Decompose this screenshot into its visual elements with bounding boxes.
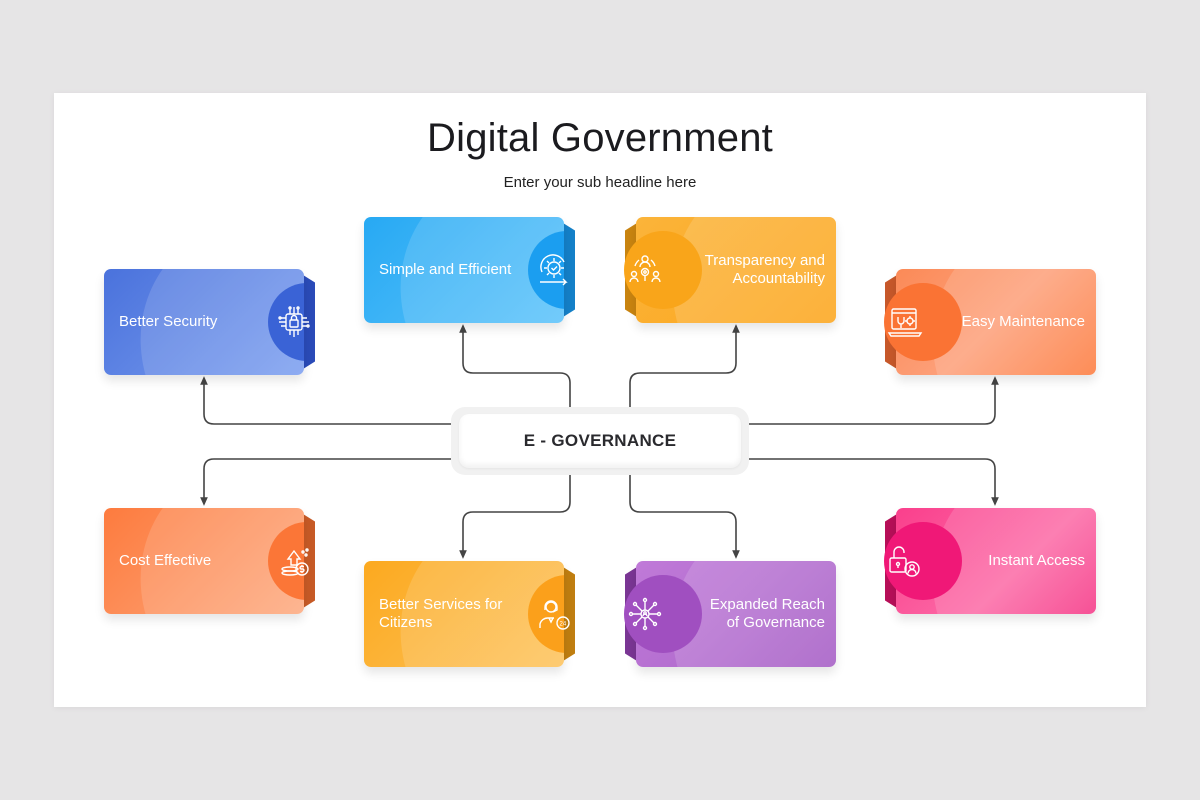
icon-badge xyxy=(624,231,702,309)
icon-badge xyxy=(884,283,962,361)
card-fold xyxy=(563,223,575,317)
card-label: Easy Maintenance xyxy=(961,313,1085,330)
chip-lock-icon xyxy=(276,304,312,345)
card-better-services[interactable]: Better Services for Citizens 24 xyxy=(364,561,575,667)
card-body xyxy=(364,561,564,667)
page-title: Digital Government xyxy=(427,116,773,160)
unlock-user-icon xyxy=(887,543,923,584)
team-network-icon xyxy=(627,252,663,293)
card-label: Better Security xyxy=(119,313,218,330)
card-better-security[interactable]: Better Security xyxy=(104,269,315,375)
card-instant-access[interactable]: Instant Access xyxy=(884,508,1096,614)
card-label: Better Services for Citizens xyxy=(379,596,503,631)
card-simple-efficient[interactable]: Simple and Efficient xyxy=(364,217,575,323)
card-fold xyxy=(563,567,575,661)
card-label: Simple and Efficient xyxy=(379,261,512,278)
card-label: Transparency and Accountability xyxy=(704,252,825,287)
support-agent-icon: 24 xyxy=(536,596,572,637)
hub-label: E - GOVERNANCE xyxy=(459,414,741,468)
network-hub-icon xyxy=(627,596,663,637)
coins-growth-icon xyxy=(276,543,312,584)
page-subtitle: Enter your sub headline here xyxy=(503,174,697,191)
svg-text:24: 24 xyxy=(560,622,567,628)
card-body xyxy=(104,508,304,614)
laptop-tools-icon xyxy=(887,304,923,345)
card-expanded-reach[interactable]: Expanded Reach of Governance xyxy=(624,561,836,667)
card-fold xyxy=(303,514,315,608)
card-label: Instant Access xyxy=(988,552,1085,569)
card-transparency[interactable]: Transparency and Accountability xyxy=(624,217,836,323)
icon-badge xyxy=(884,522,962,600)
card-label: Expanded Reach of Governance xyxy=(709,596,825,631)
card-easy-maintenance[interactable]: Easy Maintenance xyxy=(884,269,1096,375)
e-governance-hub[interactable]: E - GOVERNANCE xyxy=(451,407,749,475)
gear-cycle-icon xyxy=(536,252,572,293)
card-cost-effective[interactable]: Cost Effective xyxy=(104,508,315,614)
card-label: Cost Effective xyxy=(119,552,212,569)
card-body xyxy=(364,217,564,323)
